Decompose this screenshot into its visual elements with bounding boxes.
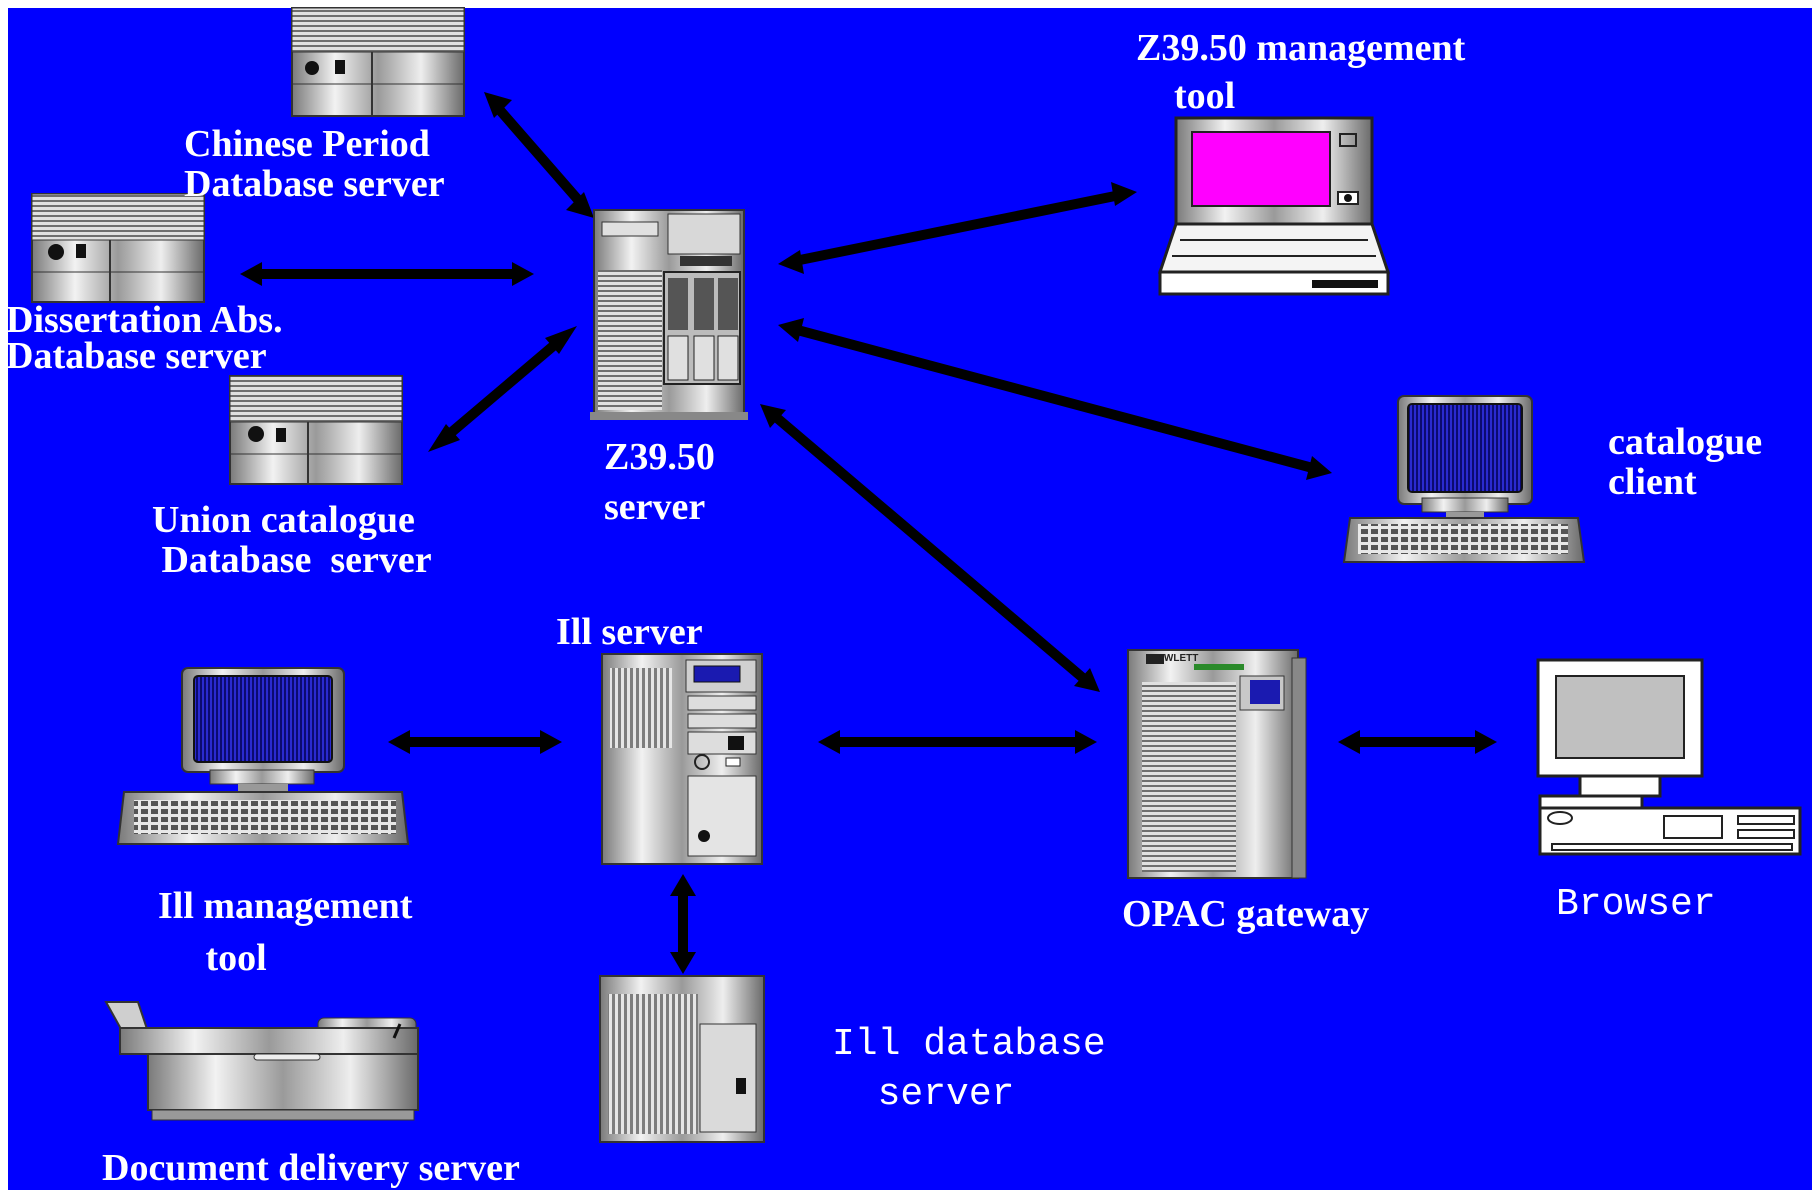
label-ill-server: Ill server bbox=[556, 611, 703, 653]
diagram-background bbox=[8, 8, 1812, 1190]
arrowheads bbox=[240, 92, 1497, 974]
label-z3950-server: Z39.50 server bbox=[604, 436, 715, 528]
arrow-z3950-catalogue-client bbox=[788, 323, 1322, 475]
ill-management-workstation-icon bbox=[116, 667, 410, 845]
arrows bbox=[252, 104, 1485, 962]
arrow-union-z3950 bbox=[436, 332, 569, 446]
browser-pc-icon bbox=[1536, 658, 1802, 856]
label-ill-management-tool: Ill management tool bbox=[158, 885, 413, 979]
arrow-z3950-mgmt bbox=[789, 189, 1126, 267]
ill-database-server-icon bbox=[599, 975, 765, 1143]
label-chinese-period-server: Chinese Period Database server bbox=[184, 123, 445, 205]
label-opac-gateway: OPAC gateway bbox=[1122, 893, 1370, 935]
opac-gateway-server-icon bbox=[1127, 649, 1307, 879]
label-z3950-management-tool: Z39.50 management tool bbox=[1136, 27, 1466, 117]
label-dissertation-server: Dissertation Abs. Database server bbox=[6, 299, 283, 377]
label-browser: Browser bbox=[1556, 883, 1716, 926]
catalogue-client-workstation-icon bbox=[1342, 395, 1586, 563]
dissertation-server-icon bbox=[31, 193, 205, 303]
label-union-catalogue-server: Union catalogue Database server bbox=[152, 499, 432, 581]
z3950-management-laptop-icon bbox=[1157, 116, 1391, 296]
union-catalogue-server-icon bbox=[229, 375, 403, 485]
label-document-delivery-server: Document delivery server bbox=[102, 1147, 520, 1189]
label-catalogue-client: catalogue client bbox=[1608, 421, 1763, 503]
arrow-z3950-opac bbox=[766, 408, 1094, 688]
label-ill-database-server: Ill database server bbox=[832, 1023, 1106, 1116]
document-delivery-device-icon bbox=[104, 1001, 419, 1121]
chinese-period-server-icon bbox=[291, 7, 465, 117]
ill-server-tower-icon bbox=[601, 653, 763, 865]
z3950-server-tower-icon bbox=[590, 209, 748, 420]
arrow-chinese-period-z3950 bbox=[494, 104, 584, 206]
opac-brand-label: HEWLETT bbox=[1150, 653, 1199, 664]
